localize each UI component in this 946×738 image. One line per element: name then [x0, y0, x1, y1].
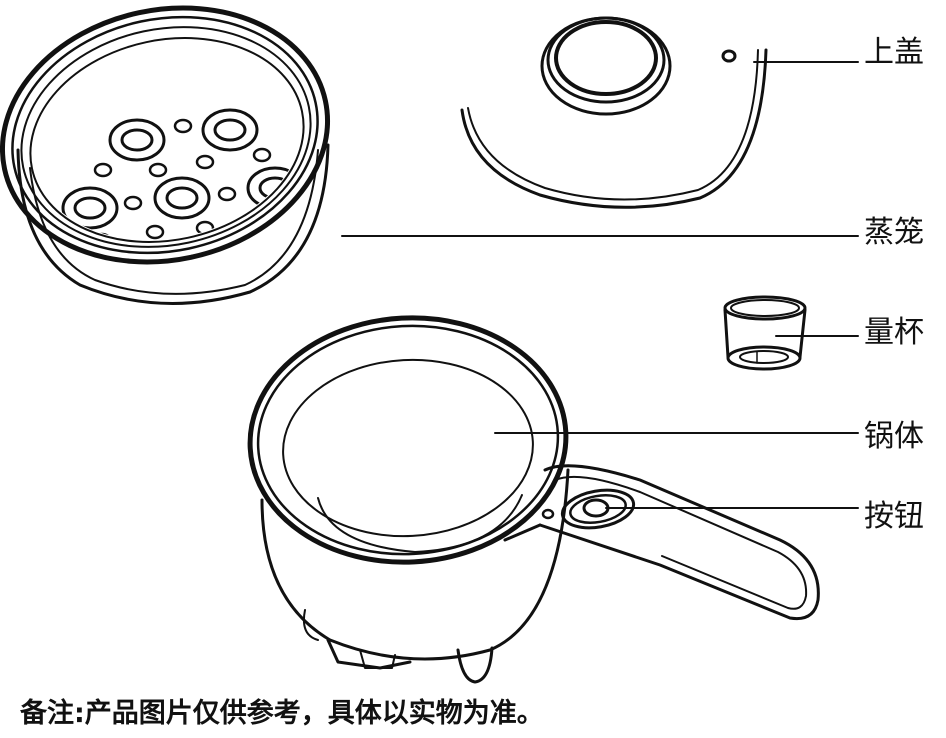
steamer-basket-illustration — [0, 5, 331, 305]
disclaimer-note: 备注:产品图片仅供参考，具体以实物为准。 — [20, 698, 544, 729]
pot-illustration — [247, 315, 820, 684]
label-cup: 量杯 — [864, 315, 924, 350]
lid-illustration — [460, 16, 768, 209]
label-lid: 上盖 — [864, 35, 924, 70]
measuring-cup-illustration — [723, 295, 807, 371]
leader-lines — [341, 61, 859, 509]
label-steamer: 蒸笼 — [864, 215, 924, 250]
label-pot: 锅体 — [864, 419, 924, 454]
label-button: 按钮 — [864, 499, 924, 534]
